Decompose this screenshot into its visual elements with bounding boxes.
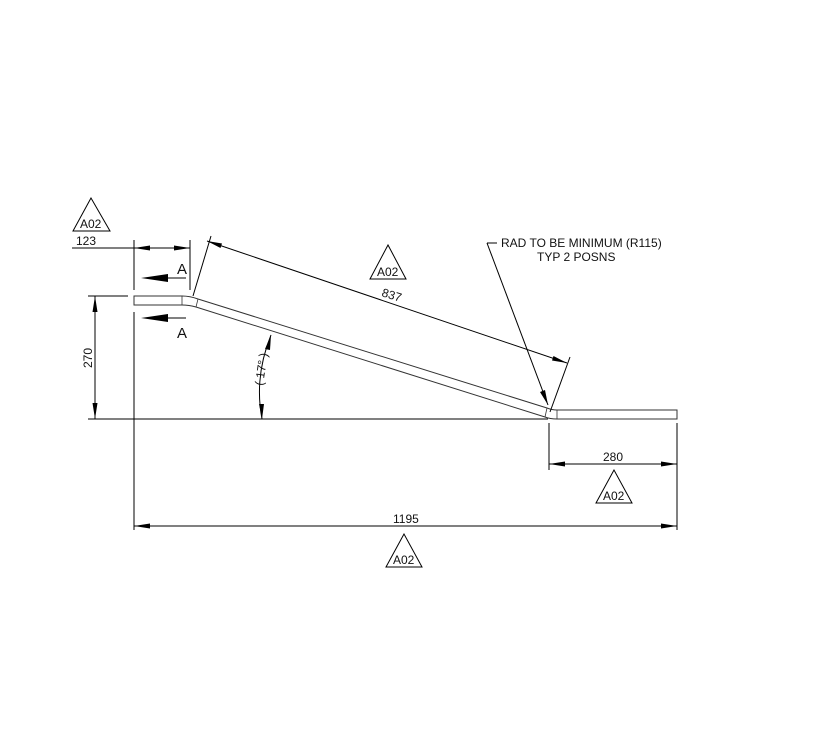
angle-value: 17° (253, 359, 269, 379)
revision-tag-top-left: A02 (80, 217, 102, 231)
dim-837 (192, 235, 571, 413)
angle-paren-open: ( (252, 377, 267, 386)
note-line-1: RAD TO BE MINIMUM (R115) (501, 236, 662, 250)
dim-123 (72, 240, 191, 530)
revision-tag-overall: A02 (393, 553, 415, 567)
dim-280-label: 280 (603, 450, 623, 464)
section-label-top: A (177, 261, 187, 278)
angle-paren-close: ) (256, 352, 271, 361)
dim-280 (548, 423, 678, 530)
dim-837-label: 837 (380, 285, 404, 304)
dim-1195 (134, 523, 677, 529)
revision-triangle-icon (72, 196, 111, 232)
revision-tag-slope: A02 (377, 265, 399, 279)
revision-triangle-icon (385, 532, 423, 568)
section-arrow-icon (141, 274, 186, 322)
section-label-bottom: A (177, 325, 187, 342)
note-leader (486, 242, 549, 406)
revision-tag-280: A02 (603, 489, 625, 503)
dim-123-label: 123 (76, 234, 96, 248)
dim-angle (258, 334, 272, 420)
revision-triangle-icon (369, 243, 407, 280)
note-line-2: TYP 2 POSNS (537, 250, 615, 264)
dim-angle-label: ( 17° ) (252, 352, 270, 386)
dim-270 (88, 295, 128, 419)
dim-270-label: 270 (81, 348, 95, 368)
revision-triangle-icon (595, 468, 633, 504)
dim-1195-label: 1195 (393, 512, 419, 526)
part-outline (133, 295, 678, 420)
